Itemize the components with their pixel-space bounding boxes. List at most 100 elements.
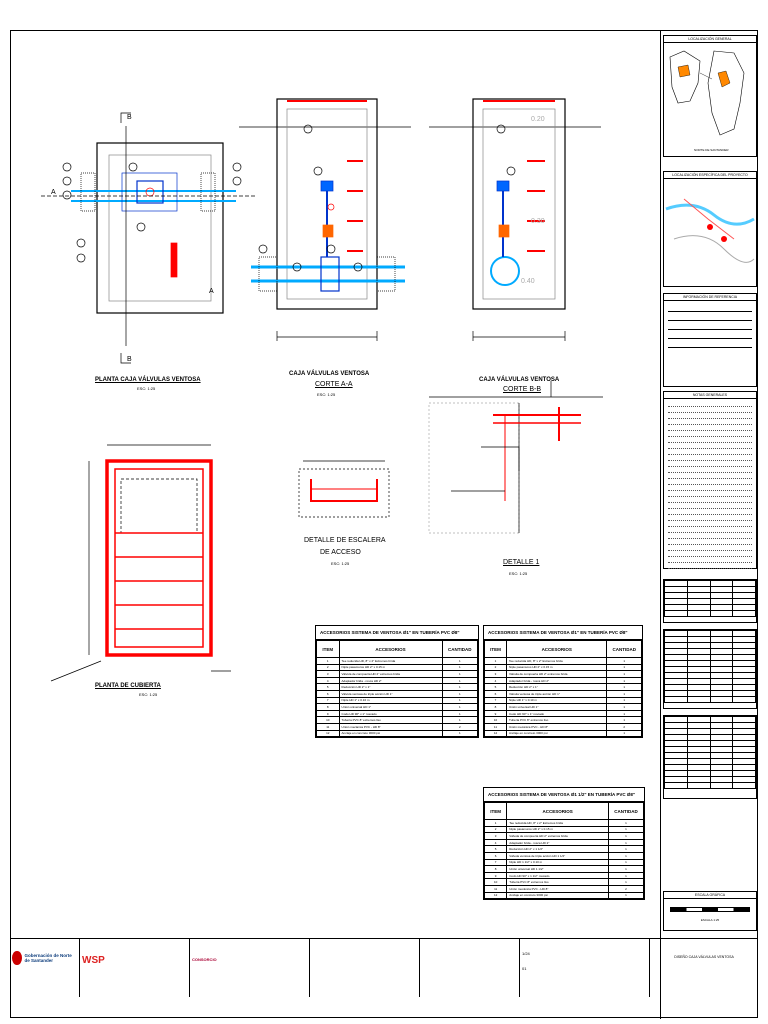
- valve-location-table-1: [663, 579, 757, 623]
- row-accessory: Niple HD 1" x 0.10 m: [505, 696, 608, 705]
- client-name: Gobernación de Norte de Santander: [24, 953, 72, 963]
- constructor-cell: CONSORCIO: [190, 939, 310, 997]
- row-item: 4: [483, 838, 508, 847]
- side-panel: LOCALIZACIÓN GENERAL NORTE DE SANTANDER …: [660, 31, 759, 1019]
- general-notes-title: NOTAS GENERALES: [664, 392, 756, 399]
- plan-view: [41, 112, 256, 364]
- row-accessory: Unión mecánica PVC - HD 8": [505, 722, 608, 731]
- section-bb-title: CAJA VÁLVULAS VENTOSA: [479, 377, 560, 383]
- row-accessory: Niple pasamuros HD 2" x 0.15 m: [506, 825, 609, 834]
- table-2-col-acc: ACCESORIOS: [505, 640, 608, 658]
- row-quantity: 1: [608, 878, 644, 886]
- row-quantity: 1: [608, 871, 644, 880]
- row-accessory: Anclaje en concreto 3000 psi: [506, 891, 609, 900]
- row-item: 8: [484, 703, 507, 711]
- row-item: 6: [483, 851, 508, 860]
- row-item: 8: [483, 865, 508, 873]
- general-notes-lines: [664, 399, 756, 571]
- row-accessory: Codo HD 90° x 1" roscado: [505, 709, 608, 718]
- table-2-col-item: ITEM: [484, 640, 507, 658]
- section-aa-scale: ESC: 1:25: [317, 392, 336, 397]
- row-accessory: Reducción HD 2" x 1": [505, 683, 608, 691]
- row-item: 3: [483, 832, 508, 840]
- row-quantity: 1: [608, 825, 644, 834]
- row-item: 2: [484, 663, 507, 672]
- detail-1-view: [428, 381, 603, 534]
- revisions-cell: [420, 939, 520, 997]
- sheet-number: 1/24: [522, 951, 530, 956]
- drawing-sheet: B B A A: [10, 30, 759, 1019]
- row-item: 11: [316, 722, 340, 731]
- row-quantity: 1: [441, 663, 479, 672]
- cover-plan-scale: ESC: 1:25: [139, 692, 158, 697]
- row-accessory: Niple pasamuros HD 2" x 0.15 m: [338, 663, 443, 672]
- row-quantity: 1: [441, 716, 479, 724]
- table-3-header: ACCESORIOS SISTEMA DE VENTOSA Ø1 1/2" EN…: [484, 788, 644, 802]
- title-block: Gobernación de Norte de Santander WSP CO…: [10, 938, 758, 997]
- table-1-col-qty: CANTIDAD: [441, 640, 479, 658]
- row-accessory: Válvula ventosa de triple acción HD 1": [505, 689, 608, 698]
- row-accessory: Válvula ventosa de triple acción HD 1 1/…: [506, 851, 609, 860]
- row-accessory: Unión universal HD 1": [505, 703, 608, 711]
- reference-info-box: INFORMACIÓN DE REFERENCIA: [663, 293, 757, 387]
- valve-location-table-2: [663, 629, 757, 709]
- row-quantity: 1: [606, 709, 642, 718]
- graphic-scale-bar: [670, 907, 750, 912]
- level-label-mid: 0.30: [531, 218, 545, 225]
- ladder-detail-view: [298, 460, 390, 518]
- row-quantity: 1: [608, 845, 644, 853]
- ladder-title-1: DETALLE DE ESCALERA: [304, 537, 386, 544]
- row-accessory: Tubería PVC 8" extremos liso: [338, 716, 443, 724]
- row-quantity: 1: [606, 729, 642, 738]
- row-quantity: 1: [606, 689, 642, 698]
- cover-plan-title: PLANTA DE CUBIERTA: [95, 683, 161, 689]
- row-item: 7: [316, 696, 340, 705]
- row-quantity: 1: [608, 838, 644, 847]
- row-quantity: 1: [608, 865, 644, 873]
- level-label-top: 0.20: [531, 116, 545, 123]
- row-item: 6: [316, 689, 340, 698]
- row-quantity: 1: [441, 676, 479, 685]
- row-accessory: Unión mecánica PVC - HD 8": [506, 884, 609, 893]
- row-quantity: 1: [441, 696, 479, 705]
- row-item: 7: [483, 858, 508, 867]
- section-aa-view: [239, 98, 411, 341]
- section-mark-a-right: A: [209, 288, 214, 295]
- row-item: 11: [484, 722, 507, 731]
- project-location-title: LOCALIZACIÓN ESPECÍFICA DEL PROYECTO: [664, 172, 756, 179]
- section-aa-title: CAJA VÁLVULAS VENTOSA: [289, 371, 370, 377]
- table-3-col-acc: ACCESORIOS: [506, 802, 609, 820]
- valve-location-table-3: [663, 715, 757, 799]
- row-quantity: 1: [441, 689, 479, 698]
- row-accessory: Codo HD 90° x 1 1/2" roscado: [506, 871, 609, 880]
- general-notes-box: NOTAS GENERALES: [663, 391, 757, 569]
- contract-cell: [310, 939, 420, 997]
- table-1-col-item: ITEM: [316, 640, 340, 658]
- table-2-col-qty: CANTIDAD: [606, 640, 642, 658]
- row-quantity: 1: [608, 819, 644, 827]
- graphic-scale-title: ESCALA GRÁFICA: [664, 892, 756, 899]
- row-accessory: Válvula de compuerta HD 2" extremos brid…: [338, 670, 443, 678]
- row-quantity: 2: [441, 722, 479, 731]
- sheet-info-cell: 1/24 01: [520, 939, 650, 997]
- row-accessory: Tubería PVC 8" extremos liso: [505, 716, 608, 724]
- row-item: 1: [484, 657, 507, 665]
- row-accessory: Anclaje en concreto 3000 psi: [505, 729, 608, 738]
- row-item: 10: [483, 878, 508, 886]
